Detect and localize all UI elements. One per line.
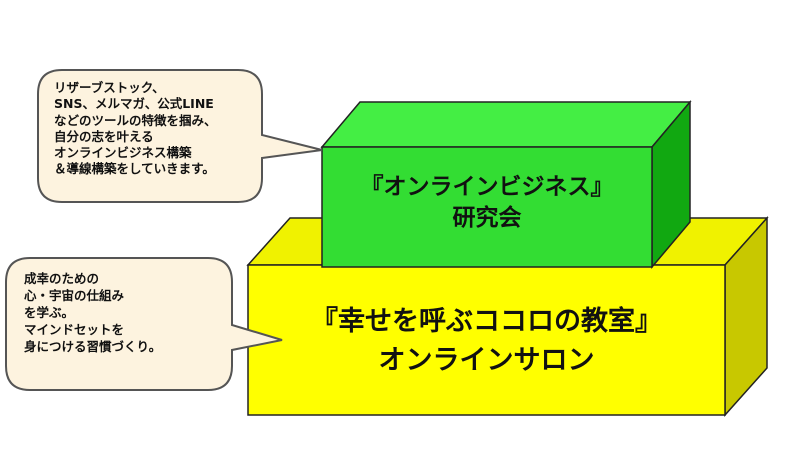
bottom-bubble-line: マインドセットを	[24, 322, 125, 337]
top-bubble-line: 自分の志を叶える	[54, 128, 154, 144]
top-box	[320, 99, 692, 270]
top-bubble-line: リザーブストック、	[54, 80, 165, 95]
bottom-bubble-line: 心・宇宙の仕組み	[24, 288, 125, 303]
top-box-subtitle: 研究会	[452, 205, 522, 232]
top-box-front-face	[321, 146, 653, 268]
top-bubble-line: ＆導線構築をしていきます。	[54, 161, 215, 177]
bottom-bubble-line: を学ぶ。	[24, 305, 75, 320]
top-bubble-line: SNS、メルマガ、公式LINE	[54, 96, 214, 112]
bottom-bubble-text: 成幸のための 心・宇宙の仕組み を学ぶ。 マインドセットを 身につける習慣づくり…	[24, 270, 161, 355]
top-speech-bubble	[37, 69, 323, 203]
top-bubble-line: などのツールの特徴を掴み、	[54, 112, 217, 128]
bottom-speech-bubble	[5, 257, 283, 391]
bottom-box-title: 『幸せを呼ぶココロの教室』	[311, 306, 662, 337]
bottom-box-front-face	[247, 264, 726, 416]
bottom-box-label: 『幸せを呼ぶココロの教室』 オンラインサロン	[248, 302, 725, 380]
top-bubble-line: オンラインビジネス構築	[54, 145, 192, 160]
bottom-bubble-line: 成幸のための	[24, 271, 100, 286]
top-box-title: 『オンラインビジネス』	[360, 174, 614, 200]
bottom-box-subtitle: オンラインサロン	[378, 345, 595, 377]
top-box-label: 『オンラインビジネス』 研究会	[322, 172, 652, 234]
bottom-bubble-line: 身につける習慣づくり。	[24, 339, 162, 354]
top-bubble-text: リザーブストック、 SNS、メルマガ、公式LINE などのツールの特徴を掴み、 …	[54, 80, 217, 178]
top-box-top-face	[320, 101, 692, 148]
